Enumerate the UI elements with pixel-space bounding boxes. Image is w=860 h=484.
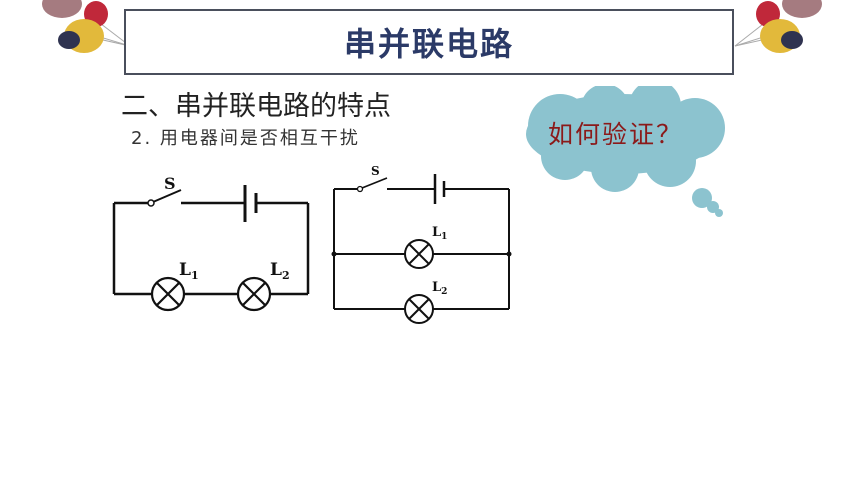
balloon-icon [42, 0, 82, 18]
lamp2-label: L [432, 280, 441, 295]
parallel-circuit-diagram: S L1 L2 [331, 164, 512, 324]
section-heading: 二、串并联电路的特点 [121, 91, 391, 122]
lamp-icon [404, 239, 434, 269]
lamp2-subscript: 2 [282, 269, 290, 282]
page-title: 串并联电路 [343, 25, 514, 63]
thought-bubble-text: 如何验证？ [548, 120, 684, 149]
lamp2-label: L [270, 260, 282, 280]
junction-dot-icon [506, 251, 512, 257]
svg-text:L1: L1 [179, 260, 199, 282]
lamp-icon [404, 294, 434, 324]
sub-heading: 2. 用电器间是否相互干扰 [131, 128, 360, 149]
balloon-decoration-left [42, 0, 131, 53]
balloon-icon [781, 31, 803, 49]
switch-label: S [371, 164, 380, 178]
svg-text:L2: L2 [270, 260, 290, 282]
lamp1-subscript: 1 [191, 269, 199, 282]
lamp1-label: L [432, 225, 441, 240]
switch-pivot-icon [147, 199, 155, 207]
balloon-decoration-right [734, 0, 822, 53]
switch-label: S [164, 174, 176, 193]
lamp1-label: L [179, 260, 191, 280]
title-banner: 串并联电路 [124, 9, 734, 75]
balloon-icon [58, 31, 80, 49]
junction-dot-icon [331, 251, 337, 257]
thought-cloud [526, 86, 725, 217]
switch-pivot-icon [356, 185, 364, 193]
svg-text:L1: L1 [432, 225, 447, 242]
lamp-icon [236, 276, 272, 312]
svg-text:L2: L2 [432, 280, 447, 297]
lamp-icon [150, 276, 186, 312]
lamp1-subscript: 1 [441, 232, 447, 242]
balloon-icon [782, 0, 822, 18]
series-circuit-diagram: S L1 L2 [112, 174, 310, 312]
lamp2-subscript: 2 [441, 287, 447, 297]
